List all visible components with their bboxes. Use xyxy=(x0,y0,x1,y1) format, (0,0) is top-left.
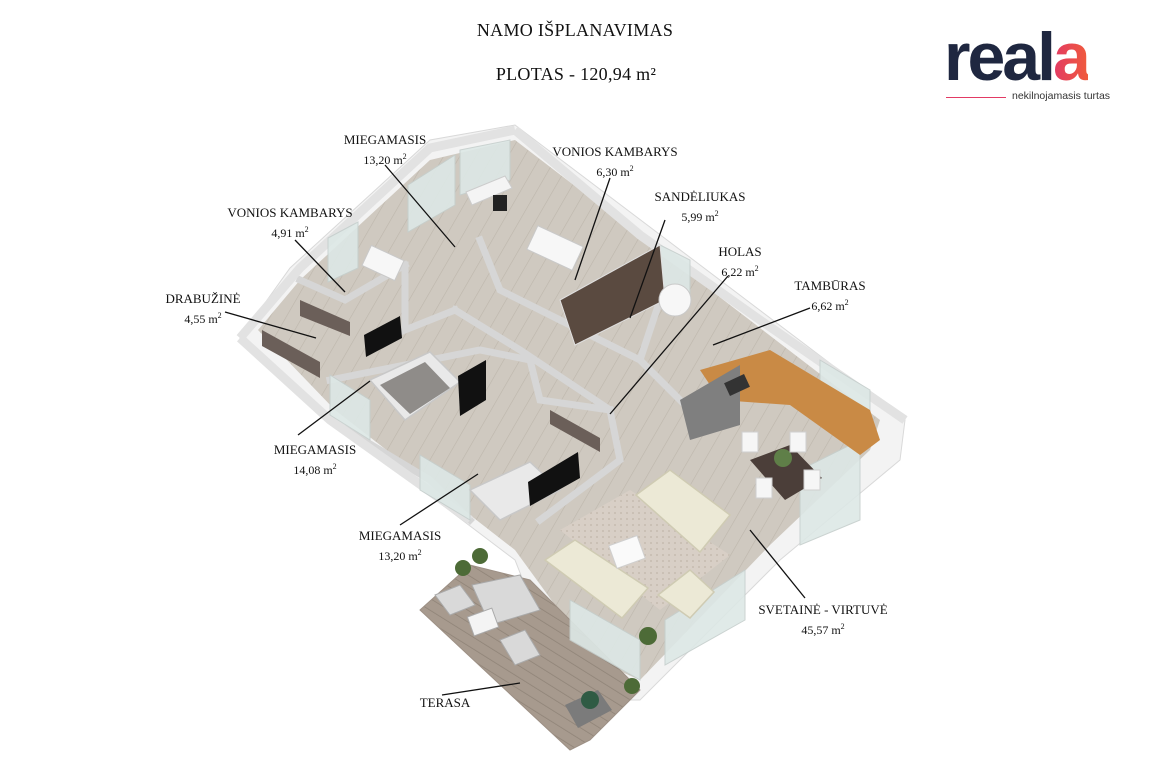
leader-lines xyxy=(224,164,811,696)
grill xyxy=(565,690,612,728)
wardrobes xyxy=(262,300,600,452)
stove xyxy=(724,374,750,396)
desk-chair xyxy=(493,195,507,211)
logo-wordmark: reala xyxy=(944,19,1091,95)
desk xyxy=(465,175,513,206)
tv-screens xyxy=(364,316,580,506)
living-sofas xyxy=(543,469,732,620)
coffee-table xyxy=(608,534,646,570)
bathroom-fixtures xyxy=(361,224,692,317)
dining-chairs xyxy=(741,431,821,499)
total-area: PLOTAS - 120,94 m² xyxy=(495,64,657,84)
logo-tagline: nekilnojamasis turtas xyxy=(1012,90,1111,102)
potted-plants xyxy=(455,548,657,694)
house-floor xyxy=(258,140,880,680)
grill-top xyxy=(581,691,599,709)
logo-divider xyxy=(946,97,1006,98)
glass-windows xyxy=(327,139,871,681)
room-label-terrace: TERASA xyxy=(419,695,471,710)
bed-blanket xyxy=(380,362,450,414)
brand-logo: reala nekilnojamasis turtas xyxy=(944,22,1124,108)
page-title: NAMO IŠPLANAVIMAS xyxy=(476,20,674,40)
terrace-furniture xyxy=(434,574,541,666)
plant-icon xyxy=(774,449,792,467)
